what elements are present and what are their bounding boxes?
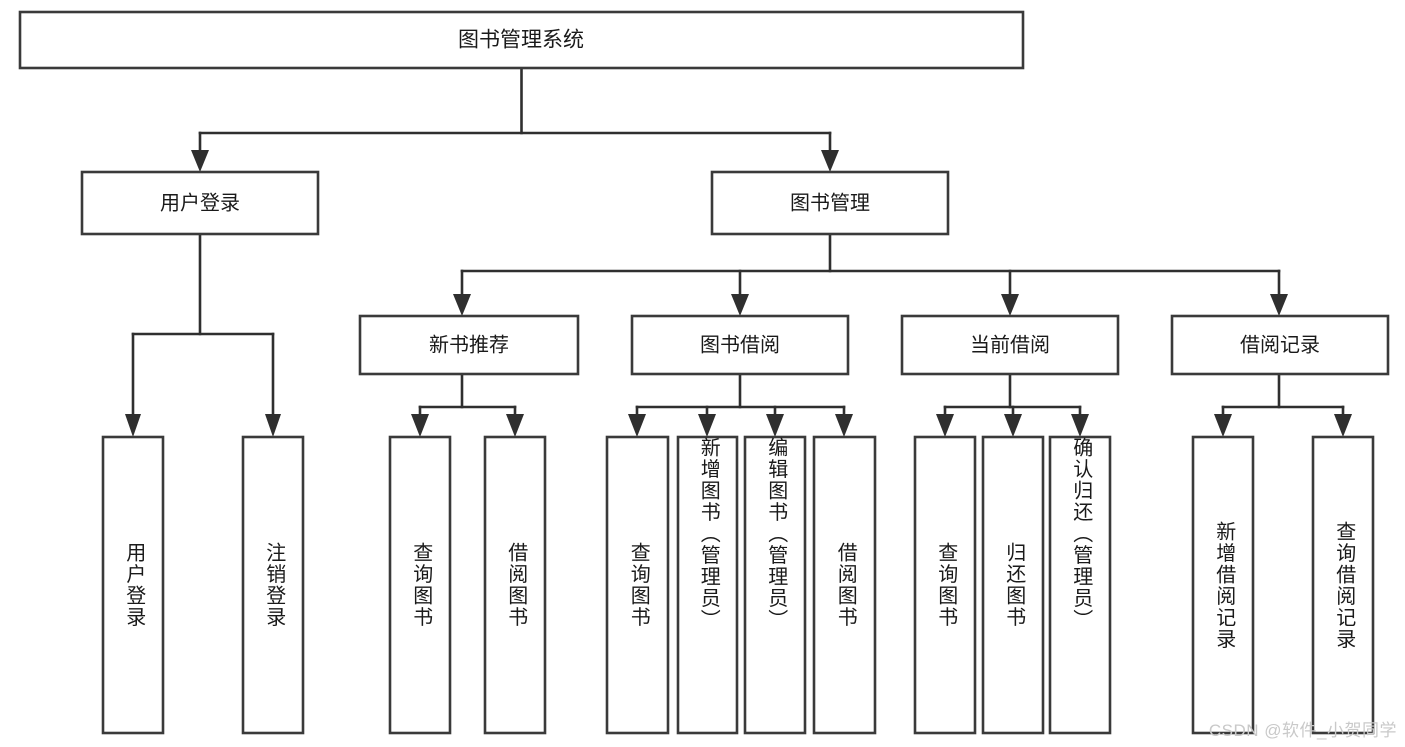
leaf-node-edit-book-admin[interactable] (743, 435, 807, 735)
arrow-head-icon (821, 150, 839, 172)
leaf-node-logout[interactable] (241, 435, 305, 735)
leaf-node-return-book[interactable] (981, 435, 1045, 735)
node-book-manage-rect (710, 170, 950, 236)
arrow-head-icon (506, 414, 524, 437)
connector-group-root (191, 66, 839, 172)
node-root-rect (18, 10, 1025, 70)
arrow-head-icon (1270, 294, 1288, 316)
node-borrow-record[interactable]: 借阅记录 (1170, 314, 1390, 376)
node-root-system[interactable]: 图书管理系统 (18, 10, 1025, 70)
leaf-rect (483, 435, 547, 735)
node-user-login-rect (80, 170, 320, 236)
arrow-head-icon (265, 414, 281, 437)
arrow-head-icon (698, 414, 716, 437)
arrow-head-icon (731, 294, 749, 316)
leaf-rect (1191, 435, 1255, 735)
node-book-borrow-rect (630, 314, 850, 376)
node-book-borrow[interactable]: 图书借阅 (630, 314, 850, 376)
leaf-node-user-login[interactable] (101, 435, 165, 735)
connector-group-book-borrow (628, 372, 853, 437)
leaf-node-query-borrow-record[interactable] (1311, 435, 1375, 735)
node-current-borrow-label: 当前借阅 (970, 333, 1050, 356)
node-borrow-record-rect (1170, 314, 1390, 376)
leaf-rect (101, 435, 165, 735)
arrow-head-icon (835, 414, 853, 437)
leaf-node-add-book-admin[interactable] (676, 435, 739, 735)
leaf-node-add-borrow-record[interactable] (1191, 435, 1255, 735)
arrow-head-icon (191, 150, 209, 172)
node-new-book-recommend-rect (358, 314, 580, 376)
leaf-rect (913, 435, 977, 735)
node-book-manage[interactable]: 图书管理 (710, 170, 950, 236)
arrow-head-icon (936, 414, 954, 437)
leaf-rect (605, 435, 670, 735)
leaf-node-borrow-book-1[interactable] (483, 435, 547, 735)
connector-group-new-book (411, 372, 524, 437)
node-new-book-recommend-label: 新书推荐 (429, 333, 509, 356)
arrow-head-icon (1334, 414, 1352, 437)
leaf-node-query-book-3[interactable] (913, 435, 977, 735)
arrow-head-icon (1004, 414, 1022, 437)
leaf-rect (1048, 435, 1112, 735)
leaf-node-query-book-2[interactable] (605, 435, 670, 735)
node-current-borrow[interactable]: 当前借阅 (900, 314, 1120, 376)
node-root-label: 图书管理系统 (458, 29, 584, 52)
node-new-book-recommend[interactable]: 新书推荐 (358, 314, 580, 376)
arrow-head-icon (628, 414, 646, 437)
arrow-head-icon (1071, 414, 1089, 437)
arrow-head-icon (411, 414, 429, 437)
node-user-login[interactable]: 用户登录 (80, 170, 320, 236)
leaf-rect (676, 435, 739, 735)
leaf-rect (812, 435, 877, 735)
node-book-manage-label: 图书管理 (790, 191, 870, 214)
watermark: CSDN @软件_小贺同学 (1208, 721, 1397, 740)
connector-group-borrow-record (1214, 372, 1352, 437)
node-book-borrow-label: 图书借阅 (700, 333, 780, 356)
leaf-rect (1311, 435, 1375, 735)
leaf-rect (981, 435, 1045, 735)
leaf-rect (241, 435, 305, 735)
leaf-node-borrow-book-2[interactable] (812, 435, 877, 735)
leaf-node-confirm-return-admin[interactable] (1048, 435, 1112, 735)
node-current-borrow-rect (900, 314, 1120, 376)
leaf-node-query-book-1[interactable] (388, 435, 452, 735)
arrow-head-icon (453, 294, 471, 316)
arrow-head-icon (125, 414, 141, 437)
node-user-login-label: 用户登录 (160, 191, 240, 214)
arrow-head-icon (1001, 294, 1019, 316)
node-borrow-record-label: 借阅记录 (1240, 333, 1320, 356)
connector-group-book-manage (453, 232, 1288, 316)
connector-group-current-borrow (936, 372, 1089, 437)
leaf-rect (743, 435, 807, 735)
arrow-head-icon (766, 414, 784, 437)
arrow-head-icon (1214, 414, 1232, 437)
connector-group-user-login (125, 232, 281, 437)
leaf-rect (388, 435, 452, 735)
